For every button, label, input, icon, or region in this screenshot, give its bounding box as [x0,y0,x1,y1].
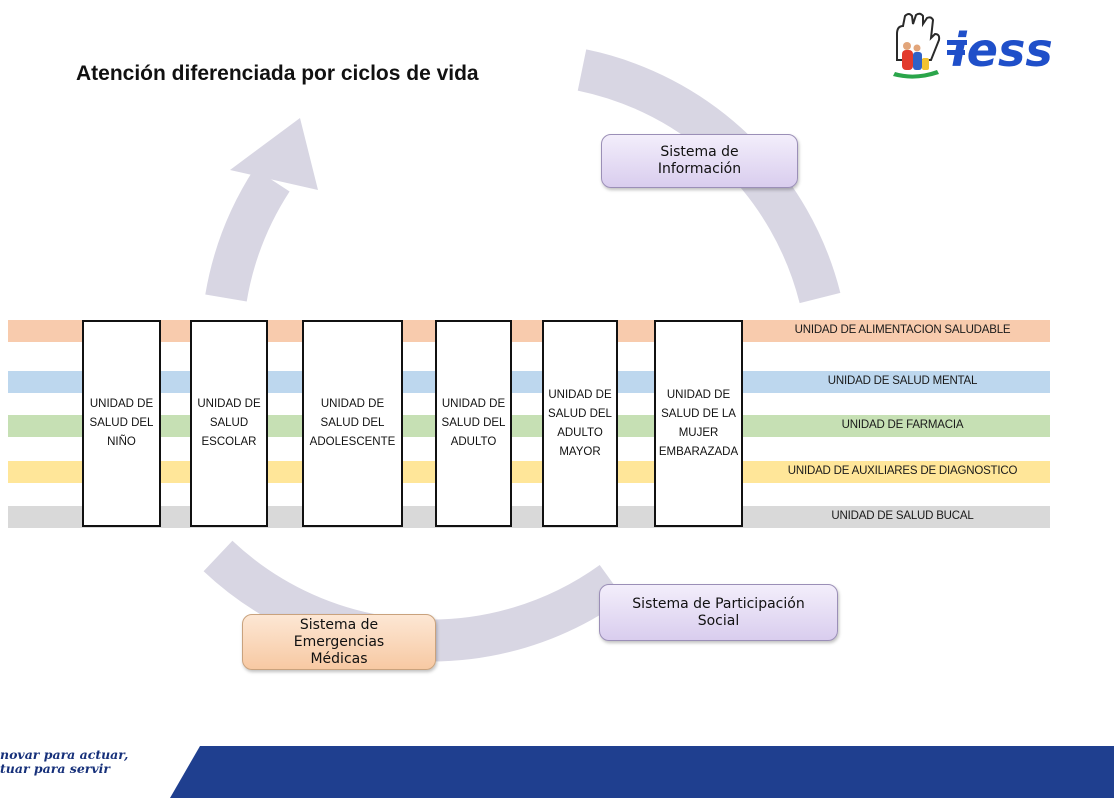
life-cycle-unit-box: UNIDAD DE SALUD DEL ADULTO [435,320,512,527]
life-cycle-unit-label: UNIDAD DE SALUD DEL ADULTO [441,398,506,448]
system-informacion-box: Sistema de Información [601,134,798,188]
life-cycle-unit-box: UNIDAD DE SALUD DEL NIÑO [82,320,161,527]
system-participacion-label: Sistema de Participación Social [632,595,805,629]
service-band-label: UNIDAD DE FARMACIA [841,419,964,431]
life-cycle-unit-label: UNIDAD DE SALUD DE LA MUJER EMBARAZADA [658,388,739,458]
life-cycle-unit-box: UNIDAD DE SALUD DEL ADULTO MAYOR [542,320,618,527]
footer-band [170,746,1114,798]
iess-logo: iess [893,12,1053,79]
service-band-label: UNIDAD DE SALUD BUCAL [831,510,974,522]
service-band: UNIDAD DE AUXILIARES DE DIAGNOSTICO [8,461,1050,483]
service-band: UNIDAD DE SALUD MENTAL [8,371,1050,393]
system-emergencias-box: Sistema de Emergencias Médicas [242,614,436,670]
system-informacion-label: Sistema de Información [657,144,742,177]
service-band: UNIDAD DE FARMACIA [8,415,1050,437]
life-cycle-unit-label: UNIDAD DE SALUD DEL NIÑO [89,398,154,448]
service-band-label: UNIDAD DE SALUD MENTAL [827,375,978,387]
life-cycle-unit-box: UNIDAD DE SALUD DEL ADOLESCENTE [302,320,403,527]
life-cycle-unit-label: UNIDAD DE SALUD DEL ADULTO MAYOR [548,388,612,458]
footer-slogan: novar para actuar, tuar para servir [0,747,129,776]
system-emergencias-label: Sistema de Emergencias Médicas [293,616,385,667]
life-cycle-unit-box: UNIDAD DE SALUD ESCOLAR [190,320,268,527]
service-band: UNIDAD DE ALIMENTACION SALUDABLE [8,320,1050,342]
system-participacion-box: Sistema de Participación Social [599,584,838,641]
life-cycle-unit-label: UNIDAD DE SALUD ESCOLAR [197,398,261,448]
page-title: Atención diferenciada por ciclos de vida [76,62,479,85]
service-band: UNIDAD DE SALUD BUCAL [8,506,1050,528]
life-cycle-unit-label: UNIDAD DE SALUD DEL ADOLESCENTE [309,398,396,448]
service-band-label: UNIDAD DE AUXILIARES DE DIAGNOSTICO [787,465,1018,477]
life-cycle-unit-box: UNIDAD DE SALUD DE LA MUJER EMBARAZADA [654,320,743,527]
service-band-label: UNIDAD DE ALIMENTACION SALUDABLE [794,324,1011,336]
logo-text: iess [951,23,1053,77]
hand-family-icon [893,12,941,79]
